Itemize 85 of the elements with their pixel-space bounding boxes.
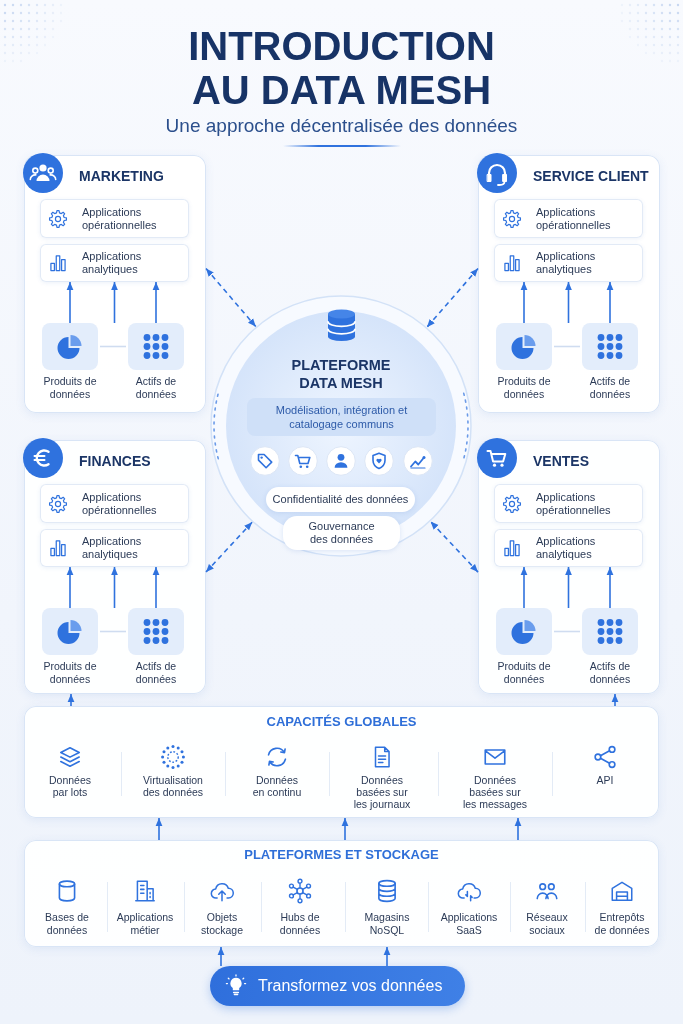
- arrow: [111, 281, 118, 324]
- item-label: Réseaux sociaux: [525, 911, 569, 936]
- item-label: Virtualisation des données: [141, 774, 205, 798]
- item-label: Magasins NoSQL: [363, 911, 411, 936]
- arrow: [514, 817, 522, 841]
- arrow: [155, 817, 163, 841]
- item-label: Entrepôts de données: [593, 911, 651, 936]
- arrow: [611, 693, 619, 707]
- card-label: Applications analytiques: [536, 535, 597, 561]
- card-label: Applications analytiques: [82, 535, 143, 561]
- item-label: API: [595, 774, 615, 786]
- arrow: [520, 566, 528, 609]
- connector-line: [553, 345, 581, 348]
- arrow: [111, 566, 118, 609]
- arrow: [66, 566, 74, 609]
- app-card: [40, 529, 189, 567]
- domain-panel: [478, 440, 660, 694]
- item-label: Données basées sur les journaux: [352, 774, 412, 810]
- app-card: [494, 484, 643, 523]
- dashed-double-arrow: [205, 267, 257, 328]
- panel-title: VENTES: [533, 452, 589, 470]
- tile-label: Produits de données: [496, 375, 552, 401]
- app-card: [494, 244, 643, 282]
- arrow: [152, 281, 160, 324]
- item-label: Bases de données: [44, 911, 90, 936]
- tile-label: Actifs de données: [134, 375, 178, 401]
- app-card: [40, 484, 189, 523]
- item-label: Hubs de données: [278, 911, 322, 936]
- app-card: [40, 244, 189, 282]
- panel-title: FINANCES: [79, 452, 151, 470]
- arrow: [520, 281, 528, 324]
- arrow: [217, 946, 225, 967]
- item-label: Applications métier: [115, 911, 175, 936]
- domain-panel: [24, 155, 206, 413]
- info-chip: Confidentialité des données: [266, 487, 415, 512]
- subtitle: Une approche décentralisée des données: [165, 115, 518, 137]
- info-chip: Gouvernance des données: [283, 516, 400, 550]
- arrow: [565, 281, 572, 324]
- dashed-double-arrow: [205, 521, 253, 573]
- arrow: [606, 566, 614, 609]
- item-label: Applications SaaS: [439, 911, 499, 936]
- item-label: Objets stockage: [200, 911, 244, 936]
- card-label: Applications analytiques: [82, 250, 143, 276]
- arrow: [565, 566, 572, 609]
- tile-label: Produits de données: [496, 660, 552, 686]
- arrow: [152, 566, 160, 609]
- connector-line: [553, 630, 581, 633]
- arrow: [67, 693, 75, 707]
- info-banner: Modélisation, intégration et catalogage communs: [247, 398, 436, 436]
- domain-panel: [478, 155, 660, 413]
- card-label: Applications analytiques: [536, 250, 597, 276]
- card-label: Applications opérationnelles: [536, 490, 612, 517]
- item-label: Données par lots: [48, 774, 92, 798]
- tile-label: Actifs de données: [588, 660, 632, 686]
- app-card: [494, 199, 643, 238]
- item-label: Données basées sur les messages: [462, 774, 528, 810]
- item-label: Données en continu: [251, 774, 303, 798]
- section-title: CAPACITÉS GLOBALES: [266, 714, 417, 730]
- card-label: Applications opérationnelles: [536, 205, 612, 232]
- diagram-title: INTRODUCTION AU DATA MESH: [187, 24, 496, 112]
- connector-line: [99, 345, 127, 348]
- domain-panel: [24, 440, 206, 694]
- card-label: Applications opérationnelles: [82, 205, 158, 232]
- tile-label: Produits de données: [42, 375, 98, 401]
- connector-line: [99, 630, 127, 633]
- app-card: [494, 529, 643, 567]
- panel-title: MARKETING: [79, 167, 164, 185]
- panel-title: SERVICE CLIENT: [533, 167, 649, 185]
- dashed-double-arrow: [429, 520, 479, 573]
- card-label: Applications opérationnelles: [82, 490, 158, 517]
- arrow: [341, 817, 349, 841]
- arrow: [606, 281, 614, 324]
- tile-label: Actifs de données: [134, 660, 178, 686]
- arrow: [383, 946, 391, 967]
- arrow: [66, 281, 74, 324]
- storage-panel: [24, 840, 659, 947]
- dashed-double-arrow: [426, 267, 479, 328]
- capabilities-panel: [24, 706, 659, 818]
- app-card: [40, 199, 189, 238]
- tile-label: Actifs de données: [588, 375, 632, 401]
- cta-button: Transformez vos données: [210, 966, 465, 1006]
- platform-circle: [210, 295, 472, 557]
- tile-label: Produits de données: [42, 660, 98, 686]
- platform-title: PLATEFORME DATA MESH: [290, 356, 392, 392]
- section-title: PLATEFORMES ET STOCKAGE: [244, 847, 439, 863]
